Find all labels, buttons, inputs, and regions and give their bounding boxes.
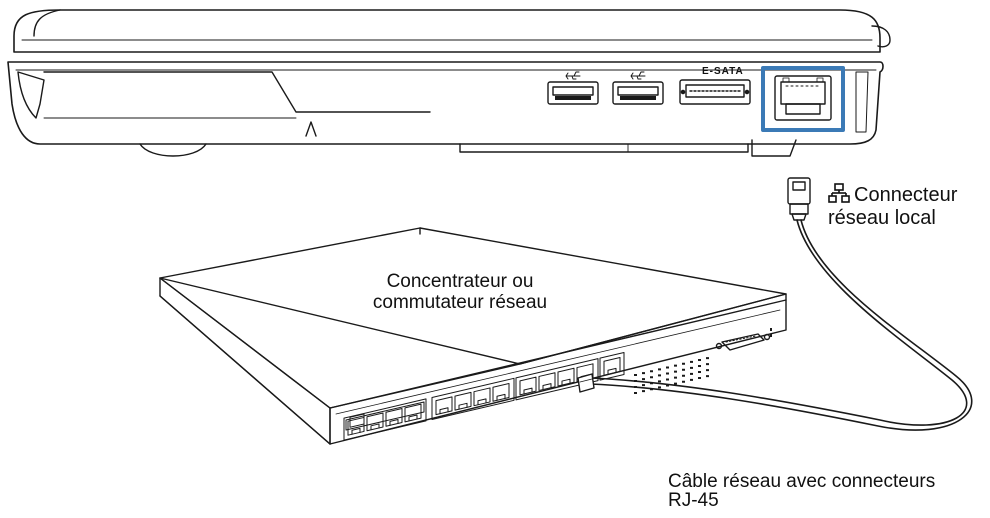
cable-label-line2: RJ-45 bbox=[668, 490, 719, 511]
hub-port bbox=[492, 382, 510, 402]
hub-vent bbox=[706, 357, 709, 360]
hub-port bbox=[347, 416, 365, 436]
hub-vent bbox=[642, 378, 645, 381]
hub-vent bbox=[698, 365, 701, 368]
network-hub bbox=[159, 227, 787, 445]
hub-vent bbox=[634, 374, 637, 376]
lan-port-label-line1: Connecteur bbox=[854, 184, 958, 206]
hub-vent bbox=[682, 380, 685, 383]
hub-vent bbox=[642, 372, 645, 375]
hub-vent bbox=[698, 371, 701, 374]
hub-vent bbox=[658, 386, 661, 389]
hub-vent bbox=[682, 374, 685, 377]
hub-vent bbox=[642, 390, 645, 393]
hub-vent bbox=[674, 364, 677, 367]
hub-vent bbox=[674, 376, 677, 379]
cable-label-line1: Câble réseau avec connecteurs bbox=[668, 471, 936, 492]
rj45-plug-hub bbox=[577, 373, 595, 393]
hub-port bbox=[366, 412, 384, 432]
hub-port-tab bbox=[458, 402, 468, 410]
hub-vent bbox=[682, 368, 685, 371]
network-cable bbox=[589, 219, 973, 431]
laptop bbox=[7, 9, 891, 157]
hub-vent bbox=[634, 386, 637, 388]
hub-vent bbox=[634, 392, 637, 394]
hub-port-tab bbox=[561, 378, 571, 386]
hub-ports bbox=[343, 352, 625, 441]
hub-vent bbox=[666, 384, 669, 387]
esata-label: E-SATA bbox=[702, 66, 744, 77]
hub-port bbox=[557, 367, 575, 387]
hub-vent bbox=[666, 366, 669, 369]
hub-label-line2: commutateur réseau bbox=[372, 291, 548, 313]
hub-vent bbox=[650, 370, 653, 373]
hub-port-tab bbox=[370, 423, 380, 431]
hub-vent bbox=[690, 372, 693, 375]
hub-port-frame bbox=[343, 398, 427, 441]
hub-vent bbox=[674, 382, 677, 385]
hub-vent bbox=[650, 382, 653, 385]
usb-icon bbox=[565, 71, 581, 80]
hub-port-tab bbox=[496, 393, 506, 401]
hub-vent bbox=[658, 374, 661, 377]
hub-port-tab bbox=[439, 407, 449, 415]
hub-vent bbox=[690, 366, 693, 369]
hub-port-tab bbox=[389, 418, 399, 426]
hub-port bbox=[473, 387, 491, 407]
hub-vent bbox=[634, 380, 637, 382]
lan-port-label: Connecteur réseau local bbox=[828, 183, 957, 229]
hub-vent bbox=[650, 376, 653, 379]
hub-port-frame bbox=[431, 377, 515, 421]
hub-port bbox=[603, 356, 621, 376]
hub-vent bbox=[698, 377, 701, 380]
hub-vent bbox=[658, 368, 661, 371]
usb-icon bbox=[630, 71, 646, 80]
hub-port-tab bbox=[607, 367, 617, 375]
hub-port bbox=[519, 376, 537, 396]
hub-vent bbox=[682, 362, 685, 365]
hub-vents bbox=[634, 357, 709, 394]
hub-port-tab bbox=[477, 398, 487, 406]
hub-vent bbox=[690, 378, 693, 381]
hub-vent bbox=[674, 370, 677, 373]
hub-vent bbox=[650, 388, 653, 391]
hub-port bbox=[454, 391, 472, 411]
hub-port-tab bbox=[523, 387, 533, 395]
hub-vent bbox=[666, 372, 669, 375]
hub-port bbox=[385, 408, 403, 427]
hub-port bbox=[404, 403, 422, 423]
hub-vent bbox=[642, 384, 645, 387]
usb-port-2 bbox=[612, 81, 664, 105]
hub-port-tab bbox=[542, 383, 552, 391]
hub-vent bbox=[658, 380, 661, 383]
rj45-plug-laptop bbox=[787, 177, 811, 221]
hub-port bbox=[435, 396, 453, 416]
hub-vent bbox=[706, 363, 709, 366]
lan-port bbox=[761, 66, 845, 132]
hub-port-tab bbox=[351, 427, 361, 435]
hub-vent bbox=[690, 360, 693, 363]
esata-port bbox=[679, 79, 751, 105]
lan-port-label-line2: réseau local bbox=[828, 207, 936, 229]
hub-uplink-frame bbox=[599, 352, 625, 381]
hub-port-frame bbox=[515, 358, 599, 401]
hub-vent bbox=[706, 375, 709, 378]
hub-label: Concentrateur ou commutateur réseau bbox=[330, 271, 590, 313]
hub-port-tab bbox=[408, 414, 418, 422]
hub-console-port bbox=[715, 328, 772, 351]
hub-port bbox=[538, 372, 556, 391]
hub-vent bbox=[666, 378, 669, 381]
hub-label-line1: Concentrateur ou bbox=[386, 271, 534, 292]
network-icon bbox=[828, 183, 850, 208]
cable-label: Câble réseau avec connecteurs RJ-45 bbox=[668, 472, 935, 510]
lan-port-highlight bbox=[761, 66, 845, 132]
hub-vent bbox=[706, 369, 709, 372]
hub-vent bbox=[698, 359, 701, 362]
usb-port-1 bbox=[547, 81, 599, 105]
